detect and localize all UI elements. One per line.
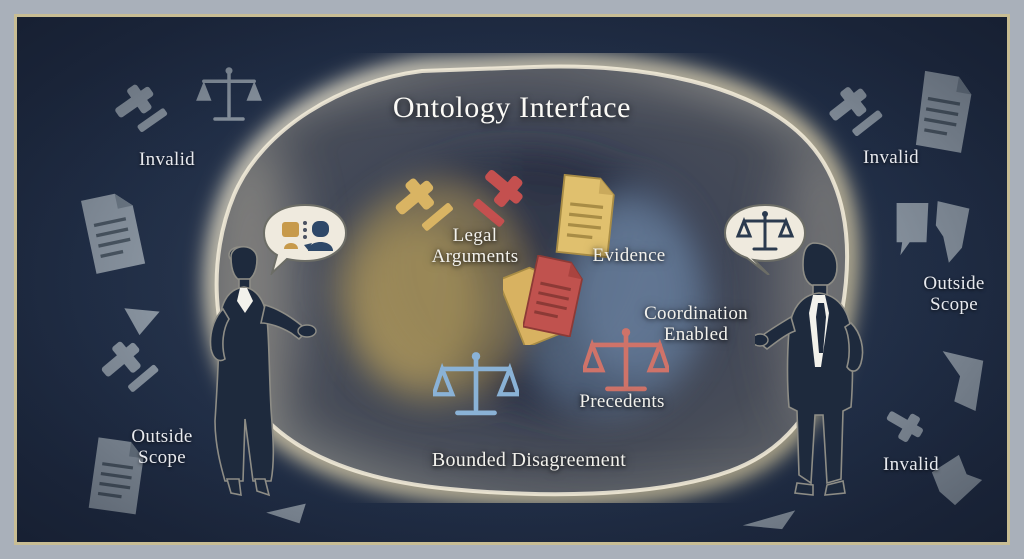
torn-document-icon [81, 193, 146, 274]
scales-of-justice-icon [433, 352, 519, 416]
scales-of-justice-icon [583, 328, 669, 392]
label-coordination-enabled: Coordination Enabled [644, 303, 748, 346]
label-invalid-top-right: Invalid [863, 147, 919, 168]
page-title: Ontology Interface [392, 91, 632, 124]
gold-inner-border: Ontology Interface Legal Arguments Evide… [14, 14, 1010, 545]
label-precedents: Precedents [579, 391, 665, 412]
label-invalid-top-left: Invalid [139, 149, 195, 170]
label-evidence: Evidence [592, 245, 666, 266]
two-person-dialogue-icon [282, 221, 333, 251]
fragment-shape-icon [942, 351, 984, 411]
justice-speech-bubble [723, 203, 807, 275]
triangle-fragment-icon [742, 510, 796, 530]
document-icon [555, 173, 615, 259]
scales-of-justice-icon [735, 213, 795, 251]
broken-speech-bubble-icon [896, 201, 970, 263]
document-icon [523, 255, 583, 337]
dialogue-speech-bubble [262, 203, 348, 275]
gavel-icon [395, 178, 454, 231]
label-outside-scope-bottom-left: Outside Scope [131, 426, 193, 469]
gavel-icon [473, 170, 523, 227]
label-outside-scope-right: Outside Scope [923, 273, 985, 316]
female-advocate-silhouette [209, 245, 317, 497]
label-invalid-bottom-right: Invalid [883, 454, 939, 475]
label-bounded-disagreement: Bounded Disagreement [431, 449, 627, 471]
gavel-icon [101, 341, 159, 392]
label-legal-arguments: Legal Arguments [431, 225, 519, 268]
illustration-canvas: Ontology Interface Legal Arguments Evide… [17, 17, 1007, 542]
male-advocate-silhouette [755, 242, 864, 496]
